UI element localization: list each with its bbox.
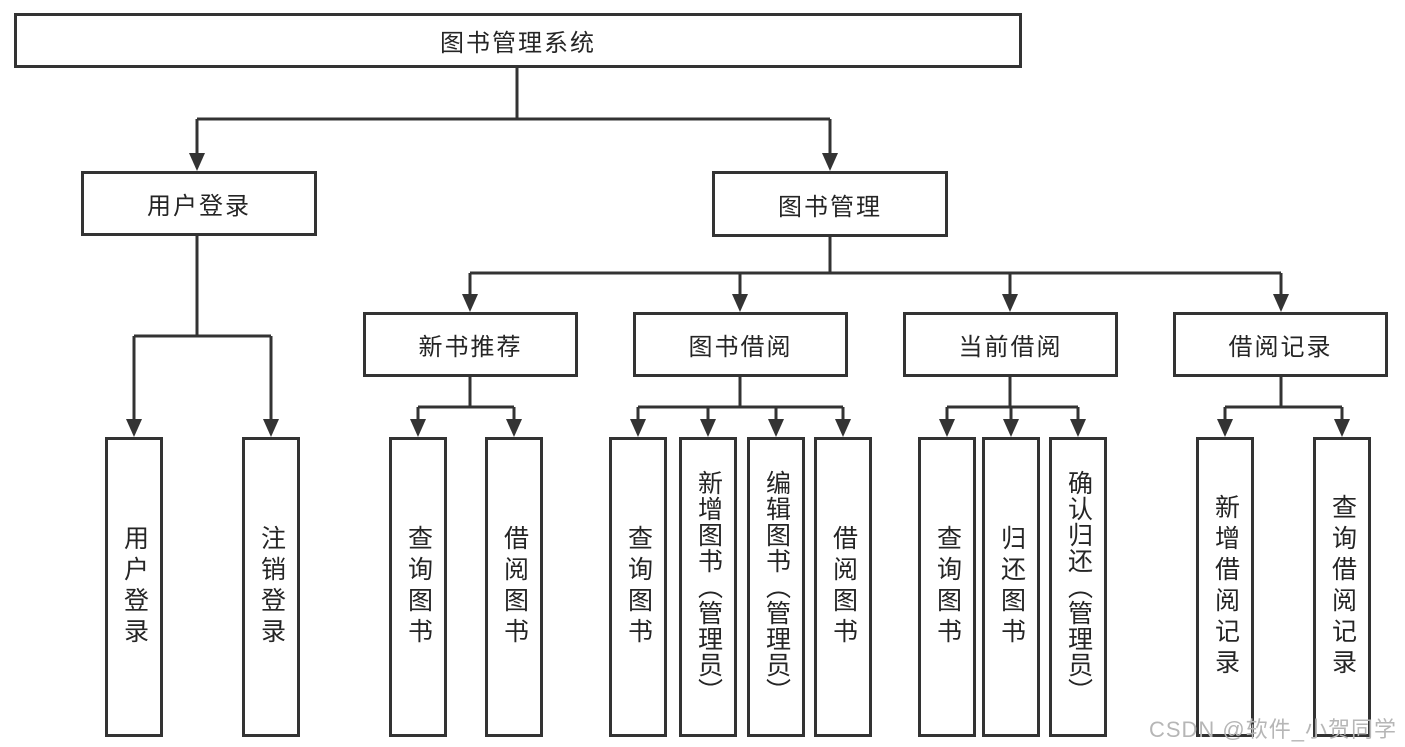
arrowhead-icon: [630, 419, 646, 437]
leaf-label: 查询借阅记录: [1328, 494, 1357, 680]
arrowhead-icon: [126, 419, 142, 437]
arrowhead-icon: [1070, 419, 1086, 437]
node-new-book-recommend: 新书推荐: [363, 312, 578, 377]
connector-root-to-level2: [189, 68, 838, 171]
leaf-label: 借阅图书: [500, 525, 529, 649]
leaf-edit-book-admin: 编辑图书（管理员）: [747, 437, 805, 737]
leaf-query-books-borrowing: 查询图书: [609, 437, 667, 737]
arrowhead-icon: [189, 153, 205, 171]
node-label: 图书管理系统: [440, 30, 596, 57]
arrowhead-icon: [835, 419, 851, 437]
leaf-label: 查询图书: [404, 525, 433, 649]
arrowhead-icon: [1217, 419, 1233, 437]
leaf-query-books-recommend: 查询图书: [389, 437, 447, 737]
arrowhead-icon: [506, 419, 522, 437]
arrowhead-icon: [1334, 419, 1350, 437]
arrowhead-icon: [732, 294, 748, 312]
node-label: 新书推荐: [418, 334, 523, 361]
arrowhead-icon: [1273, 294, 1289, 312]
watermark: CSDN @软件_小贺同学: [1148, 717, 1397, 742]
leaf-borrow-books-recommend: 借阅图书: [485, 437, 543, 737]
leaf-add-borrow-record: 新增借阅记录: [1196, 437, 1254, 737]
leaf-label: 查询图书: [933, 525, 962, 649]
leaf-label: 编辑图书（管理员）: [762, 470, 791, 704]
node-current-borrowing: 当前借阅: [903, 312, 1118, 377]
leaf-query-borrow-record: 查询借阅记录: [1313, 437, 1371, 737]
arrowhead-icon: [1003, 419, 1019, 437]
leaf-label: 新增借阅记录: [1211, 494, 1240, 680]
node-label: 图书借阅: [688, 334, 793, 361]
connector-borrowing-records-to-leaves: [1217, 377, 1350, 437]
leaf-label: 用户登录: [120, 525, 149, 649]
leaf-confirm-return-admin: 确认归还（管理员）: [1049, 437, 1107, 737]
node-book-management: 图书管理: [712, 171, 948, 237]
node-root-system: 图书管理系统: [14, 13, 1022, 68]
leaf-logout: 注销登录: [242, 437, 300, 737]
arrowhead-icon: [700, 419, 716, 437]
connector-new-book-recommend-to-leaves: [410, 377, 522, 437]
leaf-label: 新增图书（管理员）: [694, 470, 723, 704]
connector-user-login-to-leaves: [126, 235, 279, 437]
arrowhead-icon: [462, 294, 478, 312]
arrowhead-icon: [1002, 294, 1018, 312]
node-label: 图书管理: [778, 193, 882, 221]
leaf-user-login: 用户登录: [105, 437, 163, 737]
leaf-label: 注销登录: [257, 525, 286, 649]
node-book-borrowing: 图书借阅: [633, 312, 848, 377]
arrowhead-icon: [263, 419, 279, 437]
arrowhead-icon: [822, 153, 838, 171]
node-user-login: 用户登录: [81, 171, 317, 236]
leaf-label: 查询图书: [624, 525, 653, 649]
arrowhead-icon: [939, 419, 955, 437]
connector-current-borrowing-to-leaves: [939, 377, 1086, 437]
arrowhead-icon: [768, 419, 784, 437]
leaf-add-book-admin: 新增图书（管理员）: [679, 437, 737, 737]
node-label: 当前借阅: [958, 334, 1063, 361]
leaf-return-books: 归还图书: [982, 437, 1040, 737]
leaf-label: 确认归还（管理员）: [1064, 470, 1093, 704]
leaf-label: 借阅图书: [829, 525, 858, 649]
node-label: 用户登录: [147, 193, 251, 220]
arrowhead-icon: [410, 419, 426, 437]
leaf-label: 归还图书: [997, 525, 1026, 649]
node-label: 借阅记录: [1228, 334, 1333, 361]
connector-book-borrowing-to-leaves: [630, 377, 851, 437]
leaf-borrow-books: 借阅图书: [814, 437, 872, 737]
leaf-query-books-current: 查询图书: [918, 437, 976, 737]
connector-book-management-to-level3: [462, 237, 1289, 312]
node-borrowing-records: 借阅记录: [1173, 312, 1388, 377]
